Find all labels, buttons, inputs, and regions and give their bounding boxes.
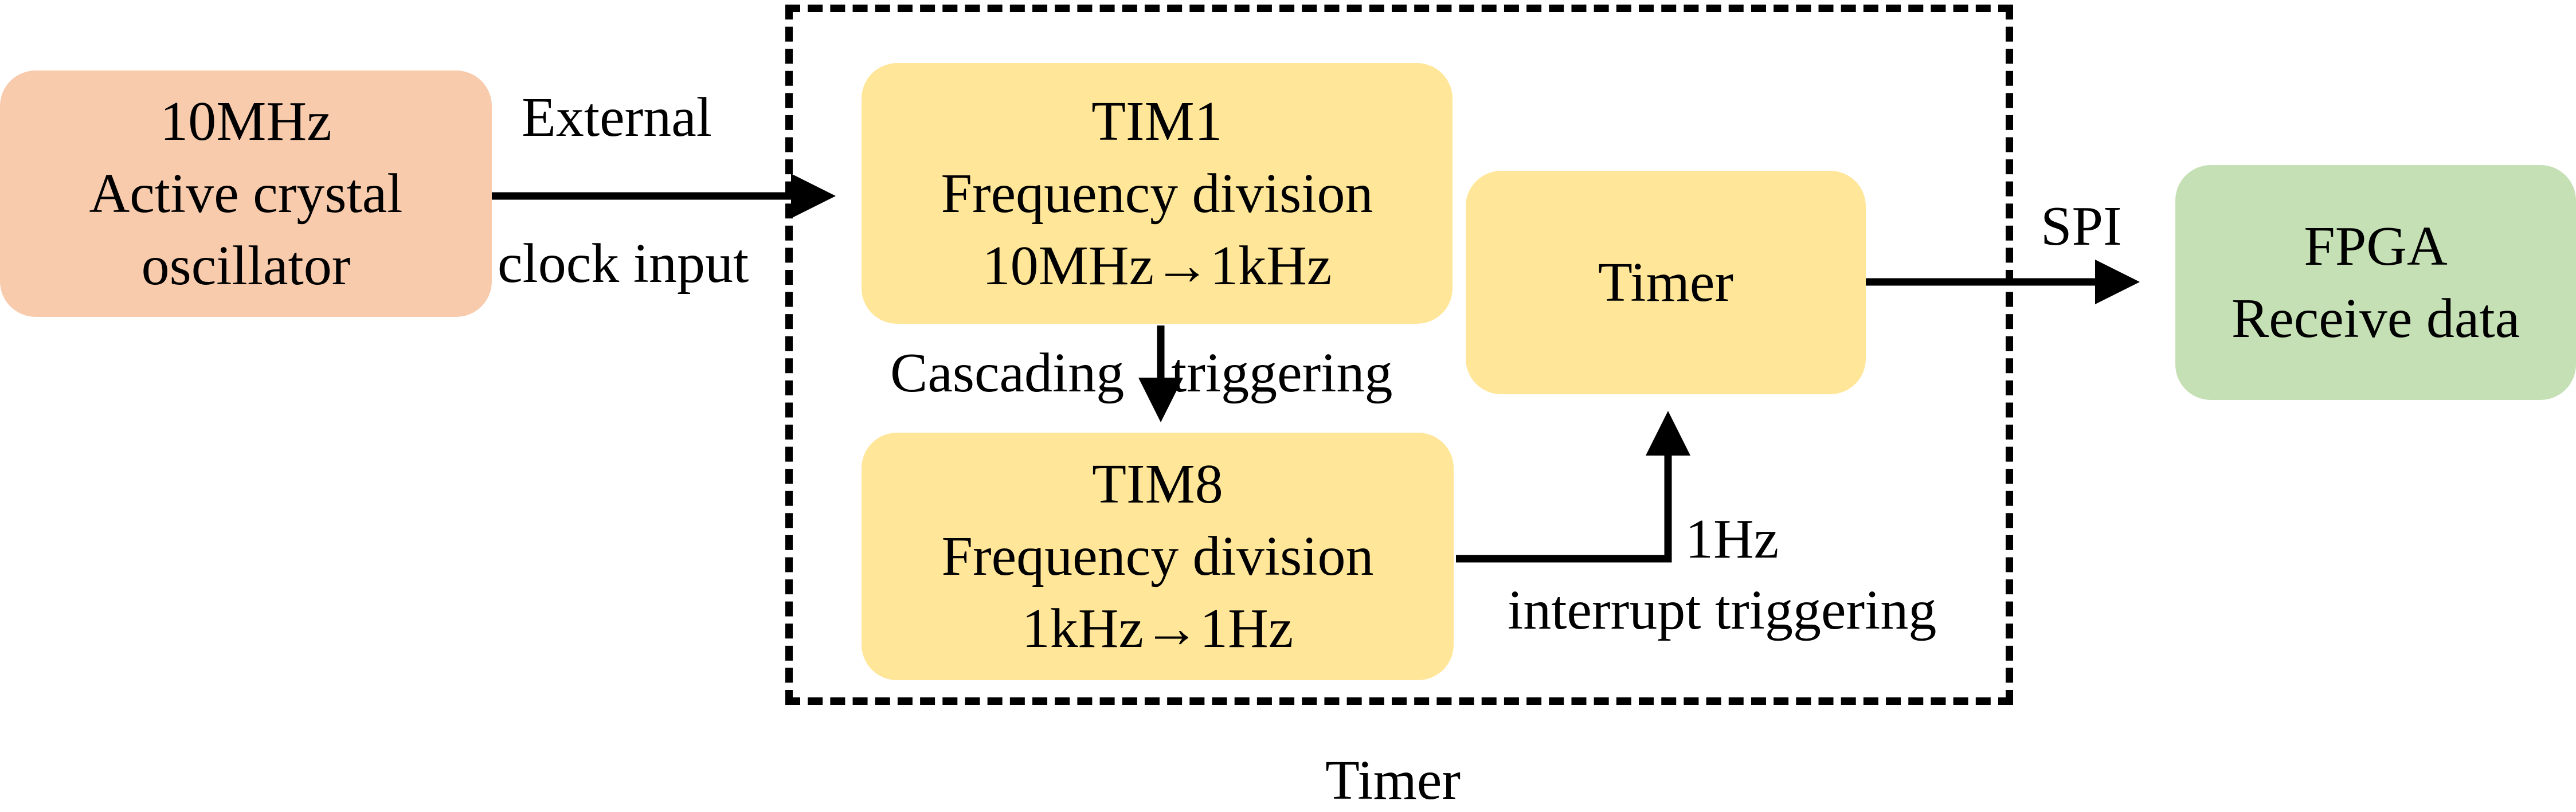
interrupt-1hz-label: 1Hz [1685, 508, 1779, 570]
clock-input-label: clock input [498, 232, 749, 295]
tim8-line-1: TIM8 [1092, 453, 1223, 515]
oscillator-line-3: oscillator [141, 235, 351, 297]
cascading-label: Cascading [890, 342, 1125, 404]
fpga-node: FPGA Receive data [2175, 165, 2576, 400]
tim1-node: TIM1 Frequency division 10MHz→1kHz [862, 63, 1453, 324]
tim1-line-2: Frequency division [941, 162, 1373, 225]
fpga-line-2: Receive data [2231, 288, 2520, 350]
tim8-node: TIM8 Frequency division 1kHz→1Hz [862, 433, 1454, 680]
arrow-interrupt-trigger [1456, 411, 1690, 563]
tim8-line-2: Frequency division [941, 525, 1374, 587]
oscillator-node: 10MHz Active crystal oscillator [0, 70, 492, 317]
oscillator-line-1: 10MHz [160, 91, 332, 152]
oscillator-line-2: Active crystal [89, 163, 403, 225]
tim1-line-1: TIM1 [1091, 90, 1223, 152]
external-label: External [522, 87, 712, 148]
interrupt-triggering-label: interrupt triggering [1508, 579, 1937, 641]
timer-group-label: Timer [1325, 750, 1461, 811]
spi-label: SPI [2041, 195, 2122, 257]
timer-group-boundary [785, 5, 2013, 705]
timer-line-1: Timer [1598, 252, 1733, 313]
fpga-line-1: FPGA [2304, 215, 2448, 277]
tim1-line-3: 10MHz→1kHz [982, 234, 1332, 297]
tim8-line-3: 1kHz→1Hz [1021, 598, 1294, 660]
triggering-label: triggering [1171, 342, 1393, 404]
timer-node: Timer [1466, 171, 1866, 394]
